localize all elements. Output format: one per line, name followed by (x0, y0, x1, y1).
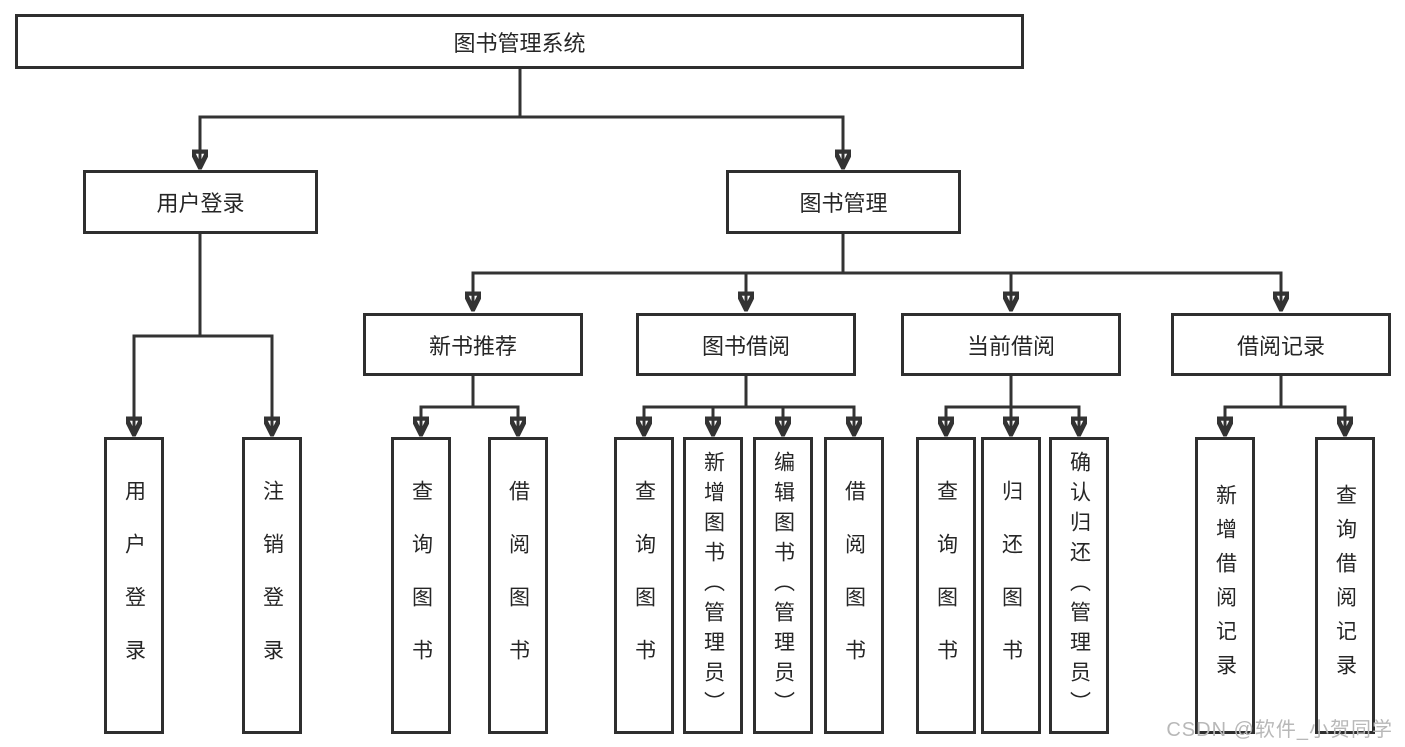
leaf-edit-book-admin-label: 编辑图书（管理员） (771, 450, 795, 721)
node-new-book-recommendation-label: 新书推荐 (428, 333, 517, 359)
node-book-management-label: 图书管理 (799, 191, 888, 216)
node-current-borrowing: 当前借阅 (901, 313, 1121, 376)
leaf-borrow-books-recommend: 借阅图书 (488, 437, 548, 734)
node-root: 图书管理系统 (15, 14, 1024, 69)
leaf-user-login-label: 用户登录 (122, 479, 146, 692)
leaf-query-books-recommend: 查询图书 (391, 437, 451, 734)
leaf-query-books-recommend-label: 查询图书 (409, 479, 433, 692)
connector-newbook-group (421, 374, 518, 432)
leaf-borrow-books-borrowing-label: 借阅图书 (842, 479, 866, 692)
connector-borrowing-group (644, 374, 854, 432)
leaf-confirm-return-admin: 确认归还（管理员） (1049, 437, 1109, 734)
leaf-return-books-label: 归还图书 (999, 479, 1023, 692)
leaf-query-books-borrowing-label: 查询图书 (632, 479, 656, 692)
node-current-borrowing-label: 当前借阅 (966, 333, 1055, 359)
leaf-query-books-borrowing: 查询图书 (614, 437, 674, 734)
leaf-logout: 注销登录 (242, 437, 302, 734)
leaf-return-books: 归还图书 (981, 437, 1041, 734)
leaf-user-login: 用户登录 (104, 437, 164, 734)
leaf-confirm-return-admin-label: 确认归还（管理员） (1067, 450, 1091, 721)
leaf-add-book-admin: 新增图书（管理员） (683, 437, 743, 734)
node-user-login: 用户登录 (83, 170, 318, 234)
connector-bookmgmt-to-level3 (473, 232, 1281, 307)
leaf-add-borrow-record-label: 新增借阅记录 (1213, 483, 1237, 688)
node-book-borrowing-label: 图书借阅 (701, 333, 790, 359)
node-book-borrowing: 图书借阅 (636, 313, 856, 376)
leaf-query-borrow-record: 查询借阅记录 (1315, 437, 1375, 734)
node-borrowing-records: 借阅记录 (1171, 313, 1391, 376)
node-user-login-label: 用户登录 (156, 191, 245, 216)
node-root-label: 图书管理系统 (453, 30, 586, 56)
connector-current-group (946, 374, 1079, 432)
node-new-book-recommendation: 新书推荐 (363, 313, 583, 376)
connector-records-group (1225, 374, 1345, 432)
leaf-add-borrow-record: 新增借阅记录 (1195, 437, 1255, 734)
connector-root-to-level2 (200, 67, 843, 165)
node-borrowing-records-label: 借阅记录 (1236, 333, 1325, 359)
leaf-add-book-admin-label: 新增图书（管理员） (701, 450, 725, 721)
connector-userlogin-to-leaves (134, 232, 272, 432)
leaf-query-borrow-record-label: 查询借阅记录 (1333, 483, 1357, 688)
leaf-query-books-current: 查询图书 (916, 437, 976, 734)
csdn-watermark: CSDN @软件_小贺同学 (1166, 719, 1393, 741)
leaf-borrow-books-recommend-label: 借阅图书 (506, 479, 530, 692)
leaf-borrow-books-borrowing: 借阅图书 (824, 437, 884, 734)
leaf-logout-label: 注销登录 (260, 479, 284, 692)
leaf-query-books-current-label: 查询图书 (934, 479, 958, 692)
leaf-edit-book-admin: 编辑图书（管理员） (753, 437, 813, 734)
node-book-management: 图书管理 (726, 170, 961, 234)
